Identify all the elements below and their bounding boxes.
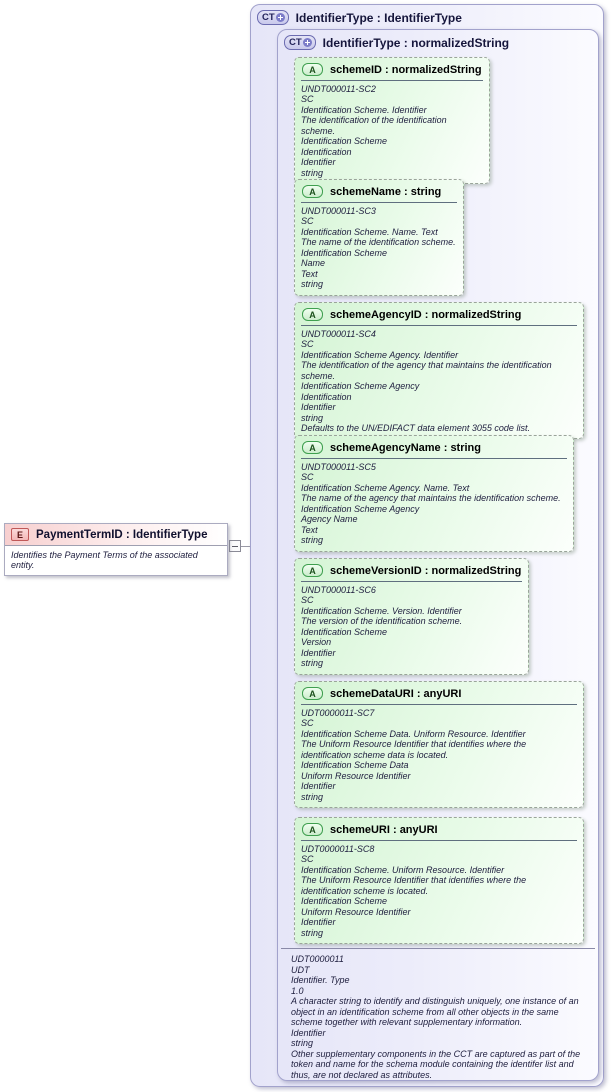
attribute-header: A schemeVersionID : normalizedString [301, 563, 522, 582]
element-title: PaymentTermID : IdentifierType [36, 528, 208, 541]
attribute-icon: A [302, 185, 323, 198]
attribute-header: A schemeID : normalizedString [301, 62, 483, 81]
attribute-box-schemeid[interactable]: A schemeID : normalizedString UNDT000011… [294, 57, 490, 184]
attribute-header: A schemeName : string [301, 184, 457, 203]
collapse-handle[interactable] [229, 540, 241, 552]
complextype-inner-header: CT IdentifierType : normalizedString [278, 30, 509, 50]
attribute-title: schemeName : string [330, 185, 442, 198]
attribute-annotation: UNDT000011-SC5 SC Identification Scheme … [301, 462, 561, 546]
attribute-annotation: UNDT000011-SC3 SC Identification Scheme.… [301, 206, 456, 290]
expand-plus-icon[interactable] [302, 38, 312, 47]
complextype-icon[interactable]: CT [257, 10, 289, 25]
attribute-title: schemeAgencyName : string [330, 441, 481, 454]
complextype-outer-identifiertype: CT IdentifierType : IdentifierType CT Id… [250, 4, 604, 1087]
attribute-box-schemename[interactable]: A schemeName : string UNDT000011-SC3 SC … [294, 179, 464, 296]
complextype-inner-title: IdentifierType : normalizedString [322, 35, 510, 50]
attribute-box-schemeuri[interactable]: A schemeURI : anyURI UDT0000011-SC8 SC I… [294, 817, 584, 944]
type-annotation: UDT0000011 UDT Identifier. Type 1.0 A ch… [281, 948, 595, 1080]
attribute-icon: A [302, 687, 323, 700]
attribute-icon: A [302, 308, 323, 321]
attribute-icon: A [302, 441, 323, 454]
attribute-title: schemeURI : anyURI [330, 823, 438, 836]
complextype-inner-identifiertype: CT IdentifierType : normalizedString A s… [277, 29, 599, 1081]
attribute-icon: A [302, 823, 323, 836]
attribute-title: schemeVersionID : normalizedString [330, 564, 522, 577]
attribute-annotation: UDT0000011-SC8 SC Identification Scheme.… [301, 844, 527, 938]
attribute-box-schemeversionid[interactable]: A schemeVersionID : normalizedString UND… [294, 558, 529, 675]
attribute-title: schemeAgencyID : normalizedString [330, 308, 522, 321]
attribute-box-schemeagencyname[interactable]: A schemeAgencyName : string UNDT000011-S… [294, 435, 574, 552]
attribute-header: A schemeURI : anyURI [301, 822, 577, 841]
element-icon: E [11, 528, 29, 541]
attribute-icon: A [302, 63, 323, 76]
attribute-annotation: UNDT000011-SC4 SC Identification Scheme … [301, 329, 552, 433]
attribute-box-schemeagencyid[interactable]: A schemeAgencyID : normalizedString UNDT… [294, 302, 584, 440]
complextype-icon[interactable]: CT [284, 35, 316, 50]
attribute-icon: A [302, 564, 323, 577]
attribute-annotation: UNDT000011-SC2 SC Identification Scheme.… [301, 84, 447, 178]
complextype-outer-header: CT IdentifierType : IdentifierType [251, 5, 462, 25]
expand-plus-icon[interactable] [275, 13, 285, 22]
attribute-title: schemeID : normalizedString [330, 63, 482, 76]
attribute-header: A schemeAgencyID : normalizedString [301, 307, 577, 326]
attribute-title: schemeDataURI : anyURI [330, 687, 462, 700]
element-header: E PaymentTermID : IdentifierType [5, 524, 227, 546]
element-box-paymenttermid[interactable]: E PaymentTermID : IdentifierType Identif… [4, 523, 228, 576]
attribute-box-schemedatauri[interactable]: A schemeDataURI : anyURI UDT0000011-SC7 … [294, 681, 584, 808]
complextype-outer-title: IdentifierType : IdentifierType [295, 10, 462, 25]
attribute-annotation: UNDT000011-SC6 SC Identification Scheme.… [301, 585, 463, 669]
attribute-header: A schemeDataURI : anyURI [301, 686, 577, 705]
attribute-header: A schemeAgencyName : string [301, 440, 567, 459]
attribute-annotation: UDT0000011-SC7 SC Identification Scheme … [301, 708, 527, 802]
element-description: Identifies the Payment Terms of the asso… [11, 550, 198, 570]
